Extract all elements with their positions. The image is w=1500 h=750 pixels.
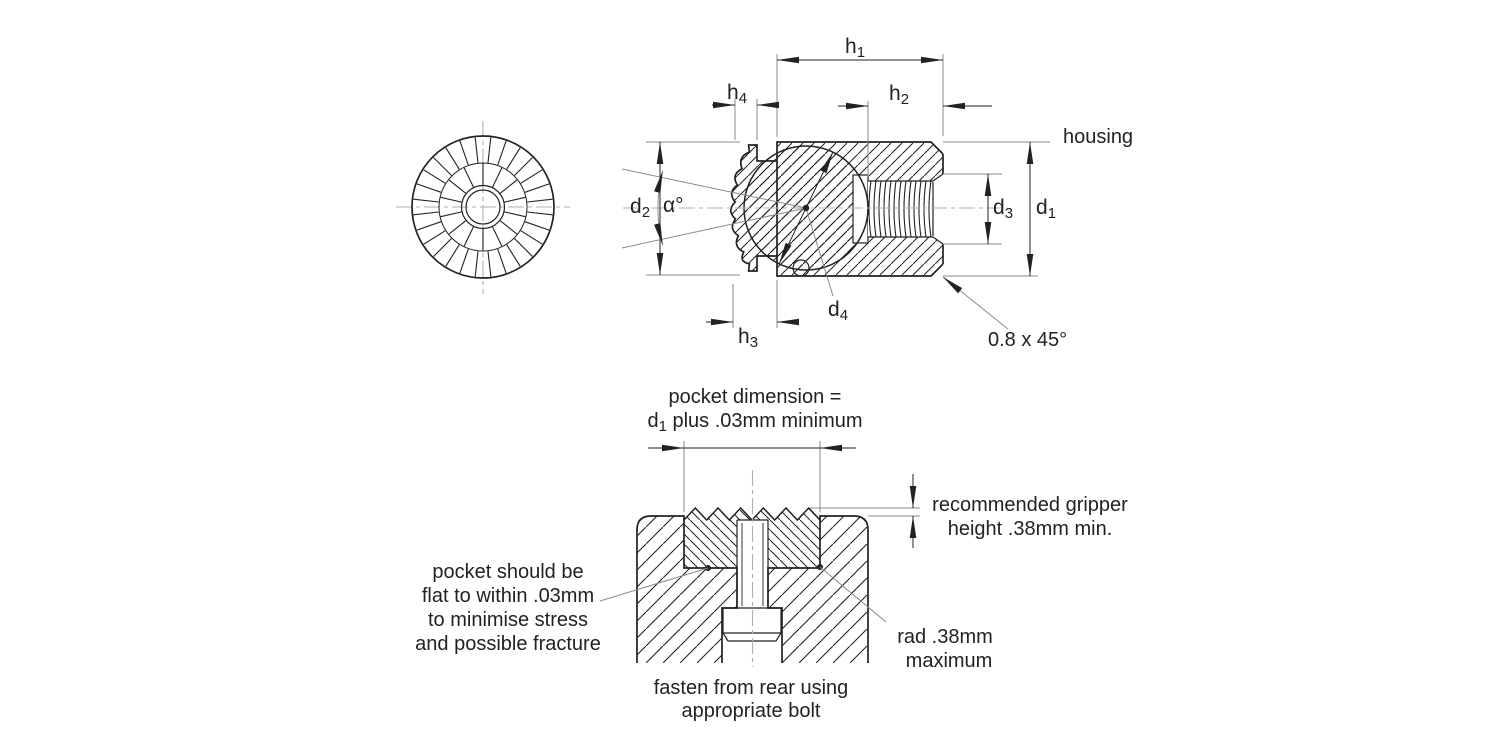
dimension-gripper-height <box>810 474 920 548</box>
dimension-d4 <box>778 151 834 297</box>
annotation-radius-2: maximum <box>906 650 993 672</box>
dimension-h2 <box>838 101 992 177</box>
annotation-pocket-flat-2: flat to within .03mm <box>422 585 594 607</box>
housing-hatch-left <box>637 516 737 663</box>
annotation-pocket-dimension-1: pocket dimension = <box>669 386 842 408</box>
bolt-thread-lines <box>741 523 764 606</box>
pad-outline <box>729 144 777 272</box>
annotation-pocket-flat-4: and possible fracture <box>415 633 601 655</box>
housing-hatch-right <box>768 516 868 663</box>
knurl-pattern <box>413 137 553 277</box>
thread-relief-groove <box>852 174 869 244</box>
label-d4: d4 <box>828 298 848 324</box>
label-housing: housing <box>1063 126 1133 148</box>
front-view <box>396 121 570 294</box>
label-d2: d2 <box>630 195 650 221</box>
body-outline <box>776 141 944 277</box>
dimension-pocket <box>648 441 856 512</box>
front-hub-outer <box>460 184 506 230</box>
label-h3: h3 <box>738 325 758 351</box>
label-h2: h2 <box>889 82 909 108</box>
label-h1: h1 <box>845 35 865 61</box>
bolt-head <box>722 607 782 642</box>
front-center-hole <box>465 189 501 225</box>
label-h4: h4 <box>727 81 747 107</box>
dimension-h4 <box>712 99 779 140</box>
front-mid-ring <box>438 162 528 252</box>
annotation-fasten-2: appropriate bolt <box>682 700 821 722</box>
annotation-pocket-dimension-2: d1 plus .03mm minimum <box>647 410 862 435</box>
installation-view <box>599 441 920 667</box>
dimension-d3 <box>943 173 1002 245</box>
dimension-h1 <box>776 54 944 137</box>
annotation-gripper-height-2: height .38mm min. <box>948 518 1113 540</box>
chamfer-leader <box>942 276 1009 330</box>
internal-thread <box>868 180 932 238</box>
section-view <box>621 54 1050 330</box>
annotation-pocket-flat-3: to minimise stress <box>428 609 588 631</box>
annotation-radius-1: rad .38mm <box>897 626 993 648</box>
leader-radius <box>817 564 887 623</box>
dimension-h3 <box>706 280 799 328</box>
annotation-fasten-1: fasten from rear using <box>654 677 849 699</box>
front-outer-circle <box>411 135 555 279</box>
label-d3: d3 <box>993 196 1013 222</box>
annotation-pocket-flat-1: pocket should be <box>432 561 583 583</box>
annotation-gripper-height-1: recommended gripper <box>932 494 1128 516</box>
dimension-alpha <box>621 168 807 249</box>
label-chamfer: 0.8 x 45° <box>988 329 1067 351</box>
label-alpha: α° <box>663 194 684 217</box>
label-d1: d1 <box>1036 196 1056 222</box>
leader-pocket-flat <box>599 565 711 602</box>
